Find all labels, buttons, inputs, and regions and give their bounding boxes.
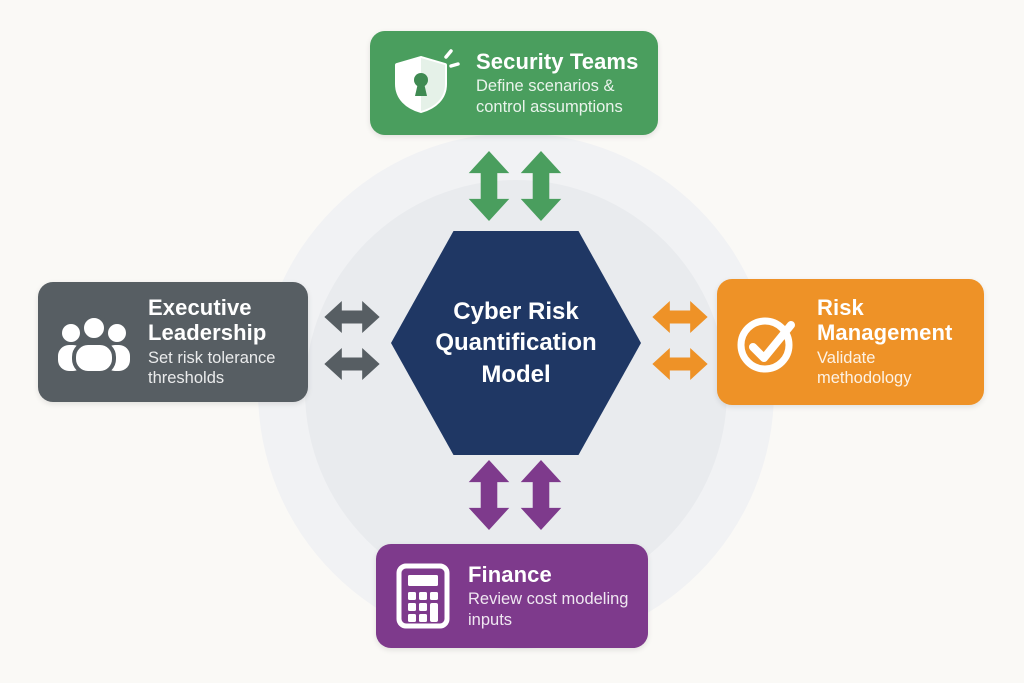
up-down-arrow-icon [468, 151, 510, 221]
left-double-arrows [314, 301, 390, 380]
left-right-arrow-icon [324, 301, 380, 333]
check-circle-icon [735, 309, 801, 375]
node-subtitle: Validate methodology [817, 348, 912, 388]
center-title: Cyber Risk Quantification Model [435, 298, 597, 388]
shield-lock-icon [388, 46, 460, 120]
node-finance: Finance Review cost modeling inputs [376, 544, 648, 648]
node-title: Executive Leadership [148, 295, 267, 346]
right-double-arrows [642, 301, 718, 380]
node-title: Finance [468, 561, 552, 587]
left-right-arrow-icon [652, 348, 708, 380]
calculator-icon [394, 563, 452, 629]
up-down-arrow-icon [520, 460, 562, 530]
left-right-arrow-icon [652, 301, 708, 333]
node-title: Security Teams [476, 48, 639, 74]
up-down-arrow-icon [468, 460, 510, 530]
node-executive-leadership: Executive Leadership Set risk tolerance … [38, 282, 308, 402]
bottom-double-arrows [468, 460, 562, 530]
node-title: Risk Management [817, 295, 953, 346]
node-security-teams: Security Teams Define scenarios & contro… [370, 31, 658, 135]
up-down-arrow-icon [520, 151, 562, 221]
node-subtitle: Define scenarios & control assumptions [476, 77, 623, 116]
node-subtitle: Set risk tolerance thresholds [148, 348, 276, 388]
top-double-arrows [468, 151, 562, 221]
node-risk-management: Risk Management Validate methodology [717, 279, 984, 405]
left-right-arrow-icon [324, 348, 380, 380]
people-group-icon [56, 311, 132, 373]
node-subtitle: Review cost modeling inputs [468, 590, 629, 629]
